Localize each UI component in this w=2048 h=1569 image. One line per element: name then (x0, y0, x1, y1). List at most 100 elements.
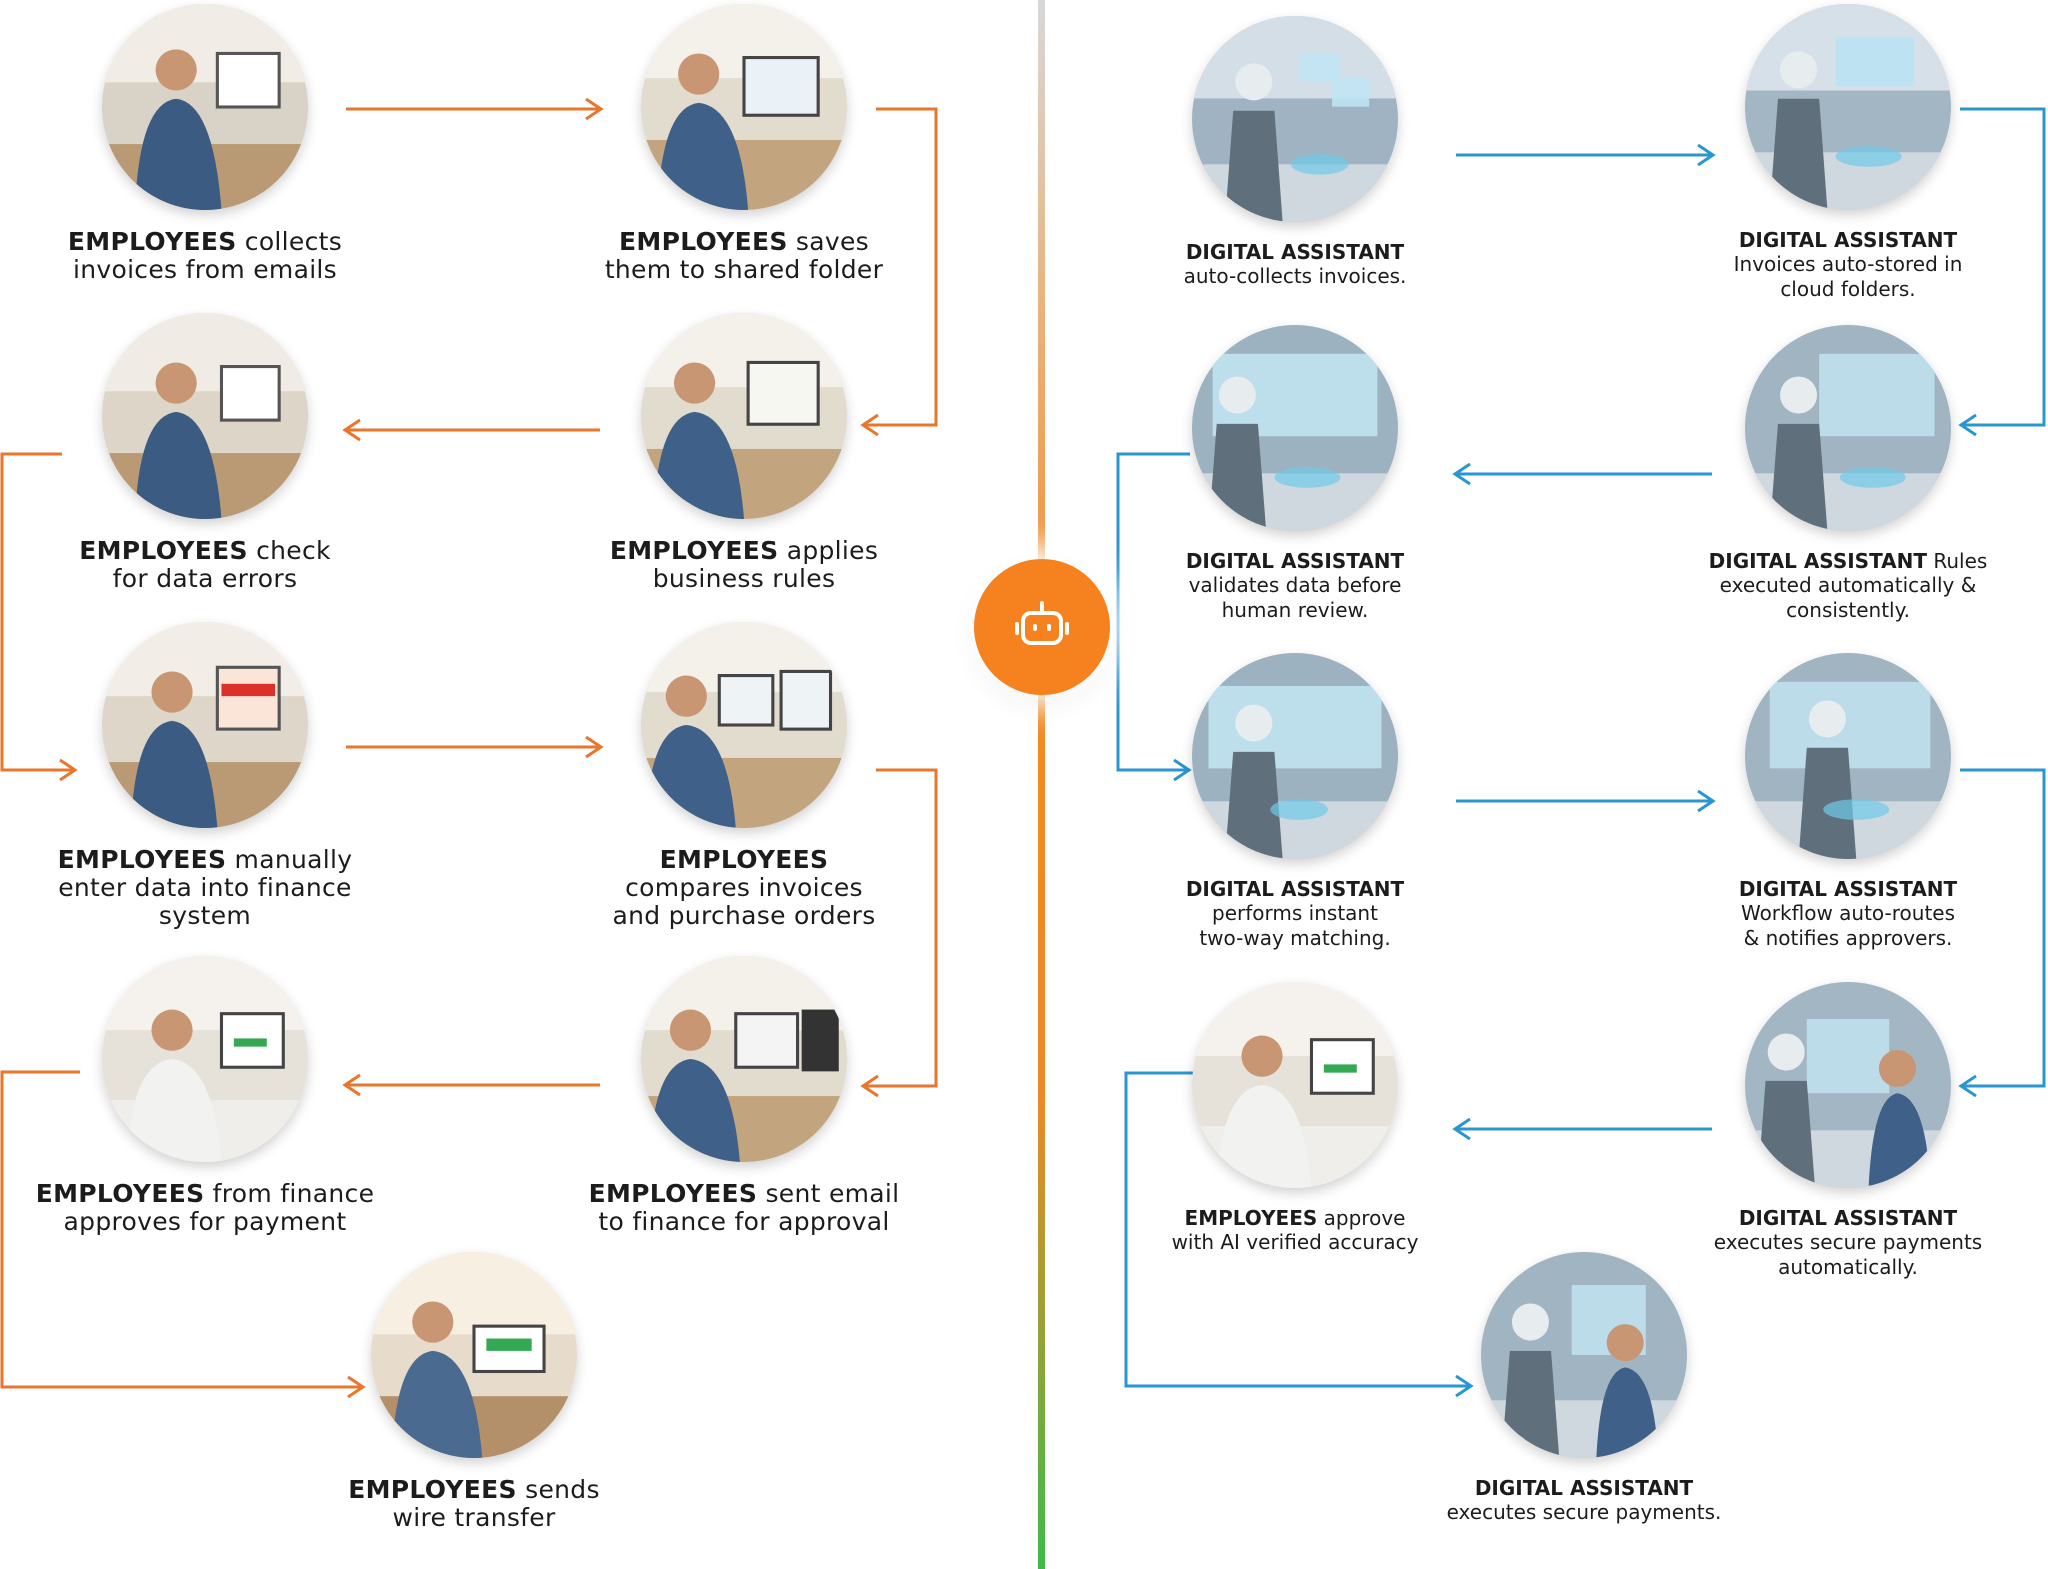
step-actor: EMPLOYEES (57, 845, 227, 874)
step-detail-2: & notifies approvers. (1743, 925, 1953, 950)
employee-photo (102, 956, 308, 1162)
step-actor: EMPLOYEES (348, 1475, 517, 1504)
step-detail: validates data before (1188, 573, 1402, 598)
step-actor: EMPLOYEES (588, 1179, 758, 1208)
arrow-6-to-8 (860, 768, 938, 1098)
auto-arrow-6-to-8 (1958, 768, 2046, 1098)
step-actor: DIGITAL ASSISTANT (1738, 877, 1958, 901)
step-actor: EMPLOYEES (609, 536, 779, 565)
step-detail-2: and purchase orders (612, 901, 876, 930)
step-actor: DIGITAL ASSISTANT (1185, 549, 1405, 573)
arrow-1-to-2 (346, 97, 604, 121)
step-action: collects (236, 227, 343, 256)
step-action: check (247, 536, 331, 565)
step-detail: executes secure payments. (1446, 1500, 1722, 1525)
center-divider (1038, 0, 1045, 1569)
robot-photo (1745, 325, 1951, 531)
arrow-3-to-5 (0, 452, 78, 782)
digital-assistant-hub[interactable] (974, 559, 1110, 695)
employee-photo (371, 1252, 577, 1458)
step-action: applies (778, 536, 879, 565)
robot-photo (1481, 1252, 1687, 1458)
step-action: sends (516, 1475, 600, 1504)
employee-photo (102, 4, 308, 210)
robot-photo (1745, 653, 1951, 859)
step-detail-2: two-way matching. (1199, 925, 1391, 950)
auto-arrow-1-to-2 (1456, 143, 1716, 167)
employee-photo (641, 956, 847, 1162)
step-detail: performs instant (1212, 901, 1378, 926)
step-detail: executed automatically & (1719, 573, 1977, 598)
step-detail: executes secure payments (1713, 1230, 1983, 1255)
auto-arrow-5-to-6 (1456, 789, 1716, 813)
step-detail: approves for payment (63, 1207, 347, 1236)
auto-arrow-2-to-4 (1958, 107, 2046, 437)
arrow-2-to-4 (860, 107, 938, 437)
step-detail: invoices from emails (72, 255, 338, 284)
arrow-8-to-7 (342, 1073, 600, 1097)
step-detail-2: cloud folders. (1780, 276, 1916, 301)
arrow-7-to-9 (0, 1070, 366, 1399)
step-action: approve (1317, 1206, 1406, 1230)
step-action: manually (226, 845, 353, 874)
step-detail-2: consistently. (1786, 597, 1910, 622)
automated-flow-arrows (1116, 107, 2046, 1398)
step-actor: DIGITAL ASSISTANT (1185, 877, 1405, 901)
robot-photo (1192, 653, 1398, 859)
step-detail: Workflow auto-routes (1740, 901, 1956, 926)
step-actor: DIGITAL ASSISTANT (1708, 549, 1928, 573)
employee-photo (641, 622, 847, 828)
step-actor: DIGITAL ASSISTANT (1738, 228, 1958, 252)
employee-photo (102, 622, 308, 828)
robot-photo (1192, 16, 1398, 222)
auto-arrow-7-to-9 (1124, 1071, 1474, 1398)
step-detail-2: system (158, 901, 252, 930)
step-actor: EMPLOYEES (79, 536, 248, 565)
employee-photo (641, 313, 847, 519)
step-action: Rules (1927, 549, 1988, 573)
robot-photo (1192, 325, 1398, 531)
step-actor: EMPLOYEES (619, 227, 788, 256)
step-actor: DIGITAL ASSISTANT (1738, 1206, 1958, 1230)
step-detail-2: human review. (1221, 597, 1369, 622)
arrow-4-to-3 (342, 418, 600, 442)
employee-photo (102, 313, 308, 519)
step-actor: DIGITAL ASSISTANT (1474, 1476, 1694, 1500)
step-detail: them to shared folder (604, 255, 884, 284)
step-detail: to finance for approval (598, 1207, 890, 1236)
step-detail: for data errors (112, 564, 298, 593)
step-action: sent email (757, 1179, 900, 1208)
step-detail: auto-collects invoices. (1183, 264, 1407, 289)
step-action: from finance (204, 1179, 375, 1208)
arrow-5-to-6 (346, 735, 604, 759)
step-detail-2: automatically. (1778, 1254, 1918, 1279)
step-actor: DIGITAL ASSISTANT (1185, 240, 1405, 264)
employee-photo (1192, 982, 1398, 1188)
auto-arrow-3-to-5 (1116, 452, 1192, 782)
auto-arrow-4-to-3 (1452, 462, 1712, 486)
robot-icon (1015, 601, 1069, 645)
step-actor: EMPLOYEES (659, 845, 829, 874)
step-actor: EMPLOYEES (35, 1179, 205, 1208)
manual-flow-arrows (0, 97, 938, 1399)
robot-photo (1745, 982, 1951, 1188)
step-detail: business rules (652, 564, 836, 593)
step-action: saves (787, 227, 869, 256)
employee-photo (641, 4, 847, 210)
